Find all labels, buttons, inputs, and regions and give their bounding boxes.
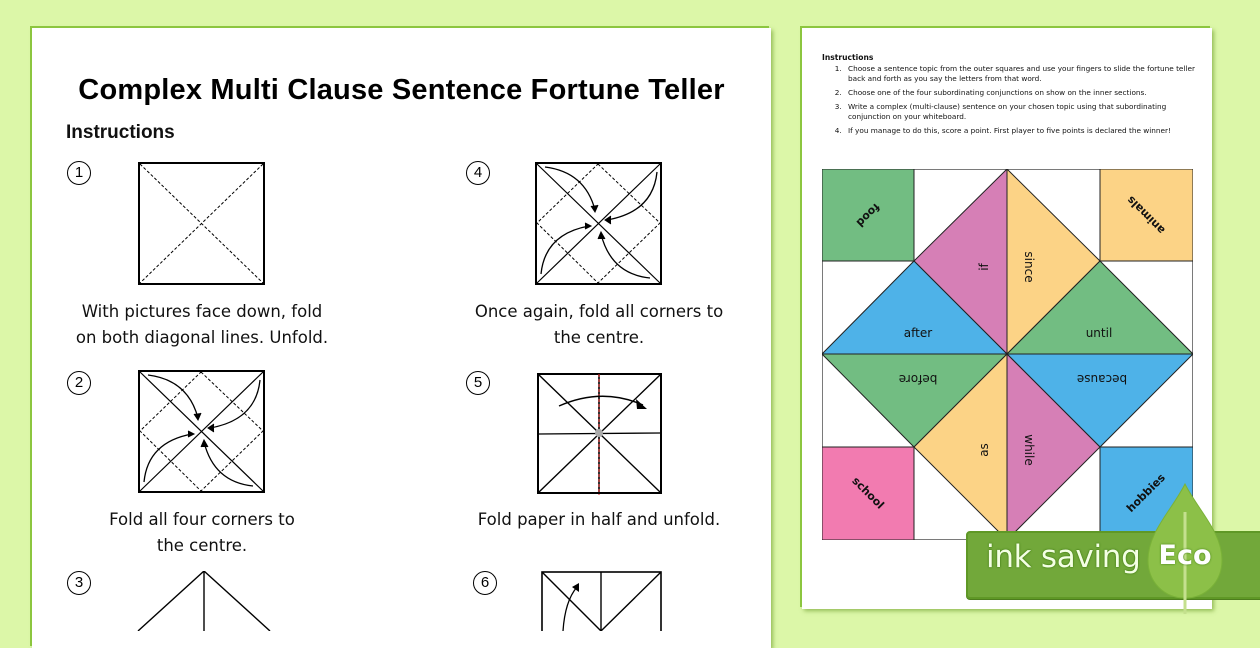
step-2-diagram <box>138 370 265 493</box>
instruction-item: Choose one of the four subordinating con… <box>844 88 1202 98</box>
step-4-caption-line2: the centre. <box>553 328 645 347</box>
topic-square-animals <box>1099 169 1193 262</box>
ink-saving-label: ink saving <box>986 539 1141 575</box>
step-5-caption: Fold paper in half and unfold. <box>477 510 721 529</box>
step-3-diagram <box>137 571 271 631</box>
step-5-number: 5 <box>466 371 490 395</box>
step-4-number: 4 <box>466 161 490 185</box>
step-1-caption-line1: With pictures face down, fold <box>81 302 323 321</box>
instructions-heading: Instructions <box>66 122 175 143</box>
step-4-caption: Once again, fold all corners to the cent… <box>429 299 769 351</box>
step-1-caption: With pictures face down, fold on both di… <box>32 299 372 351</box>
instructions-heading: Instructions <box>822 53 874 62</box>
fortune-teller-grid <box>822 169 1193 540</box>
fortune-teller-instructions: Instructions Choose a sentence topic fro… <box>822 53 1202 140</box>
step-5-diagram <box>537 373 662 495</box>
step-6-diagram <box>541 571 662 631</box>
step-2-caption-line2: the centre. <box>156 536 248 555</box>
leaf-icon <box>1147 482 1223 614</box>
instruction-item: If you manage to do this, score a point.… <box>844 126 1202 136</box>
step-2-caption-line1: Fold all four corners to <box>109 510 295 529</box>
step-3-number: 3 <box>67 571 91 595</box>
instructions-list: Choose a sentence topic from the outer s… <box>822 64 1202 136</box>
eco-leaf-badge: Eco <box>1146 482 1224 616</box>
step-4-caption-line1: Once again, fold all corners to <box>474 302 724 321</box>
step-1-number: 1 <box>67 161 91 185</box>
topic-square-food <box>822 169 915 262</box>
eco-label: Eco <box>1158 540 1212 571</box>
step-4-diagram <box>535 162 662 285</box>
step-1-caption-line2: on both diagonal lines. Unfold. <box>75 328 329 347</box>
right-page-fortune-teller-sheet: Instructions Choose a sentence topic fro… <box>802 28 1212 609</box>
page-title: Complex Multi Clause Sentence Fortune Te… <box>78 74 725 106</box>
step-6-number: 6 <box>473 571 497 595</box>
step-1-diagram <box>138 162 265 285</box>
step-2-caption: Fold all four corners to the centre. <box>32 507 372 559</box>
left-page-instructions-sheet: Complex Multi Clause Sentence Fortune Te… <box>32 28 771 648</box>
topic-square-school <box>822 446 915 540</box>
instruction-item: Write a complex (multi-clause) sentence … <box>844 102 1202 122</box>
instruction-item: Choose a sentence topic from the outer s… <box>844 64 1202 84</box>
step-2-number: 2 <box>67 371 91 395</box>
